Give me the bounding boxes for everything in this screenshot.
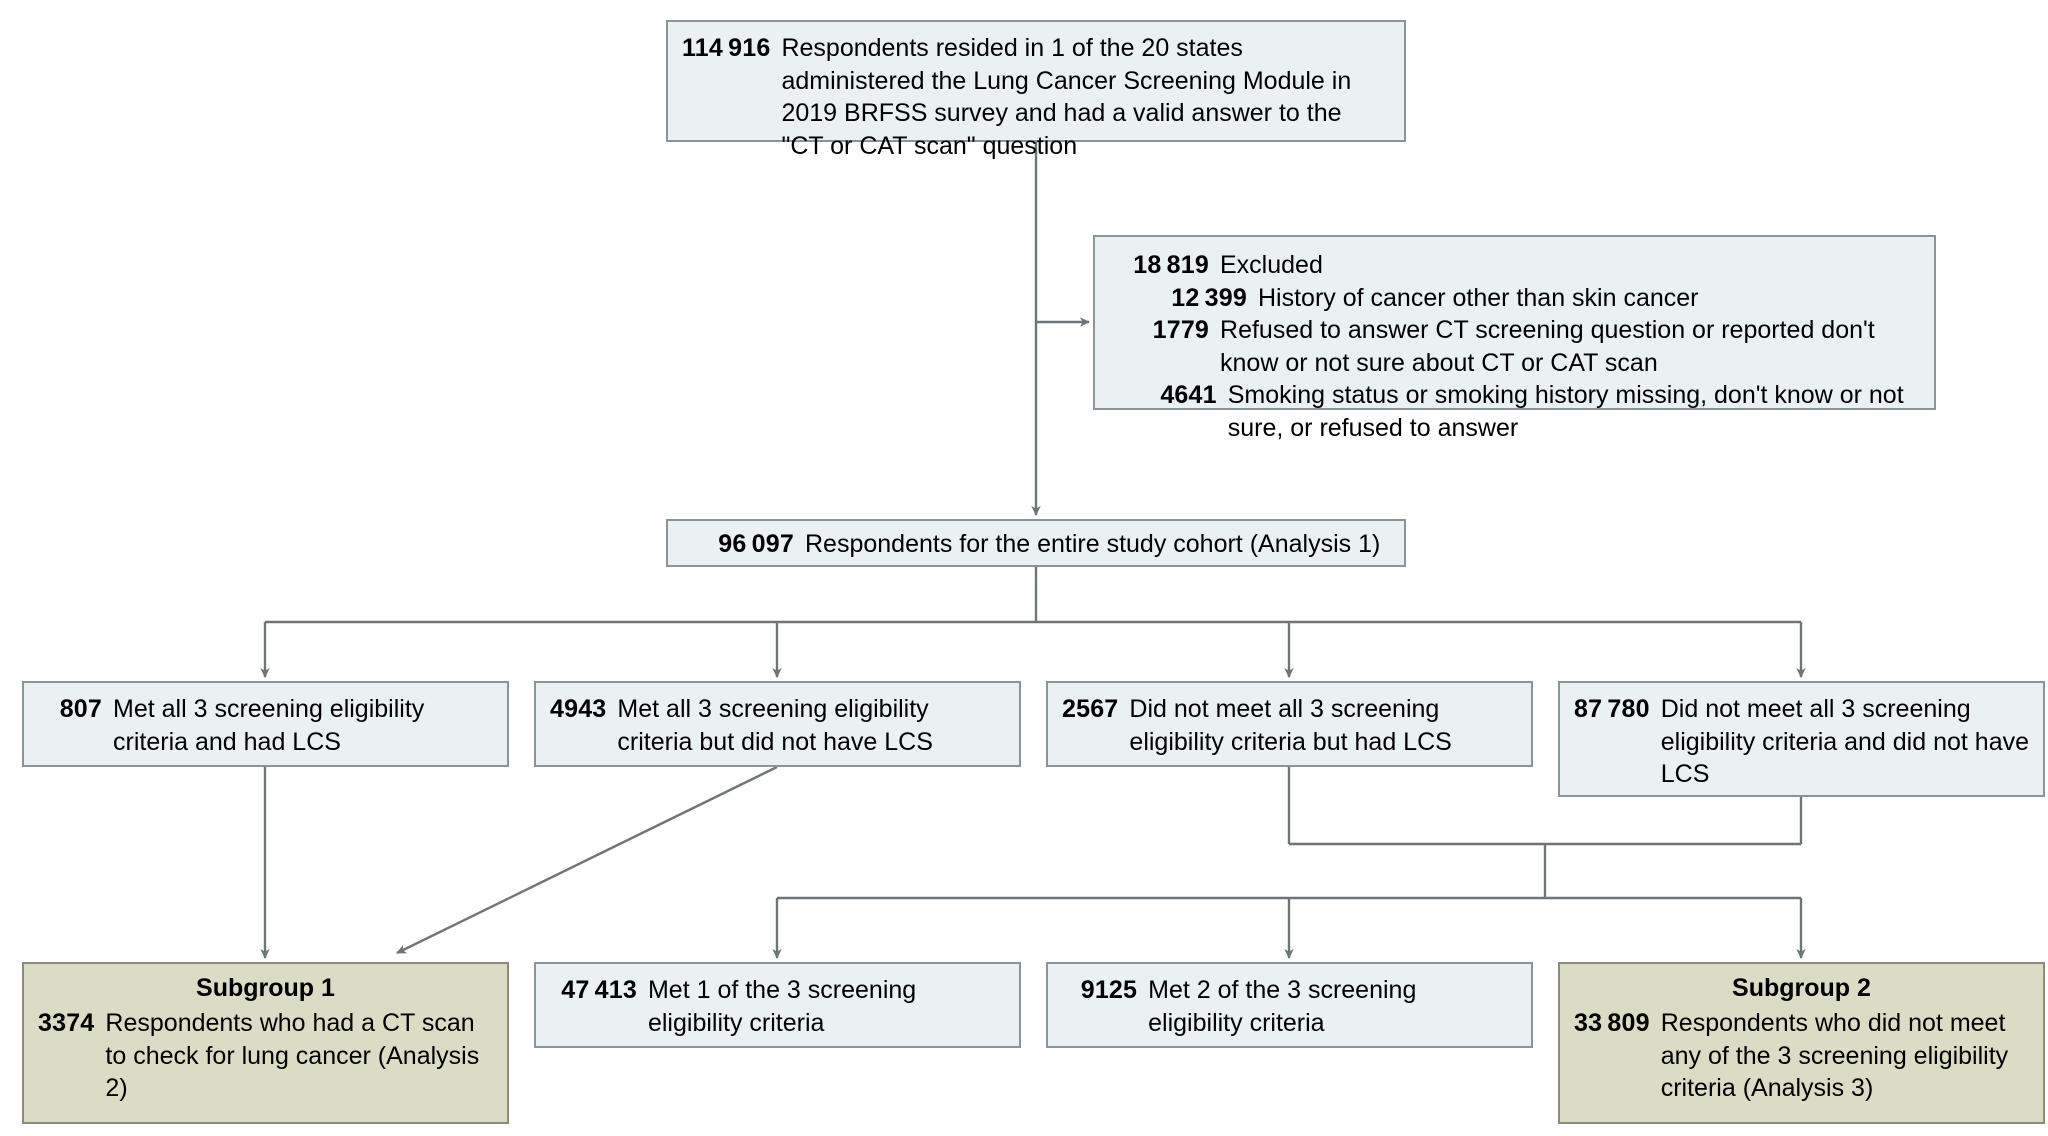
excluded-reason-row: 1779 Refused to answer CT screening ques… [1109, 314, 1918, 379]
node-met-1-of-3: 47 413 Met 1 of the 3 screening eligibil… [534, 962, 1021, 1048]
node-not-met-criteria-had-lcs: 2567 Did not meet all 3 screening eligib… [1046, 681, 1533, 767]
node-subgroup-2: Subgroup 2 33 809 Respondents who did no… [1558, 962, 2045, 1124]
subgroup-1-title: Subgroup 1 [196, 974, 335, 1002]
node-b3-label: Met 2 of the 3 screening eligibility cri… [1148, 976, 1417, 1037]
node-sg1-label: Respondents who had a CT scan to check f… [105, 1009, 480, 1102]
node-excluded-count: 18 819 [1133, 251, 1209, 279]
node-b2-count: 47 413 [561, 976, 637, 1004]
excluded-reason-count: 4641 [1160, 381, 1217, 409]
node-met-criteria-no-lcs: 4943 Met all 3 screening eligibility cri… [534, 681, 1021, 767]
node-met-2-of-3: 9125 Met 2 of the 3 screening eligibilit… [1046, 962, 1533, 1048]
node-subgroup-1: Subgroup 1 3374 Respondents who had a CT… [22, 962, 509, 1124]
node-study-cohort: 96 097 Respondents for the entire study … [666, 519, 1406, 567]
excluded-reason-count: 1779 [1152, 316, 1210, 344]
node-sg2-label: Respondents who did not meet any of the … [1660, 1009, 2009, 1102]
excluded-reason-row: 4641 Smoking status or smoking history m… [1109, 379, 1918, 444]
node-m1-count: 807 [59, 695, 103, 723]
node-met-criteria-had-lcs: 807 Met all 3 screening eligibility crit… [22, 681, 509, 767]
node-sg2-count: 33 809 [1574, 1009, 1650, 1037]
node-total-respondents: 114 916 Respondents resided in 1 of the … [666, 20, 1406, 160]
excluded-reason-row: 12 399 History of cancer other than skin… [1109, 282, 1918, 315]
node-excluded-label: Excluded [1220, 251, 1323, 279]
node-b3-count: 9125 [1080, 976, 1138, 1004]
node-cohort-count: 96 097 [718, 530, 794, 558]
excluded-reason-label: History of cancer other than skin cancer [1258, 283, 1699, 312]
node-total-count: 114 916 [682, 34, 771, 62]
node-m1-label: Met all 3 screening eligibility criteria… [113, 695, 425, 756]
subgroup-2-title: Subgroup 2 [1732, 974, 1871, 1002]
node-total-label: Respondents resided in 1 of the 20 state… [781, 34, 1352, 160]
node-m4-count: 87 780 [1574, 695, 1650, 723]
node-m3-count: 2567 [1062, 695, 1119, 723]
node-m4-label: Did not meet all 3 screening eligibility… [1660, 695, 2029, 788]
node-m3-label: Did not meet all 3 screening eligibility… [1129, 695, 1452, 756]
node-b2-label: Met 1 of the 3 screening eligibility cri… [647, 976, 917, 1037]
excluded-reason-label: Refused to answer CT screening question … [1220, 316, 1875, 377]
node-m2-label: Met all 3 screening eligibility criteria… [617, 695, 933, 756]
excluded-reason-label: Smoking status or smoking history missin… [1227, 381, 1904, 442]
excluded-reason-count: 12 399 [1171, 283, 1247, 312]
excluded-header-row: 18 819 Excluded [1109, 249, 1918, 282]
node-cohort-label: Respondents for the entire study cohort … [805, 530, 1381, 558]
node-not-met-criteria-no-lcs: 87 780 Did not meet all 3 screening elig… [1558, 681, 2045, 797]
node-m2-count: 4943 [550, 695, 607, 723]
node-sg1-count: 3374 [38, 1009, 95, 1037]
node-excluded: 18 819 Excluded 12 399 History of cancer… [1093, 235, 1936, 442]
